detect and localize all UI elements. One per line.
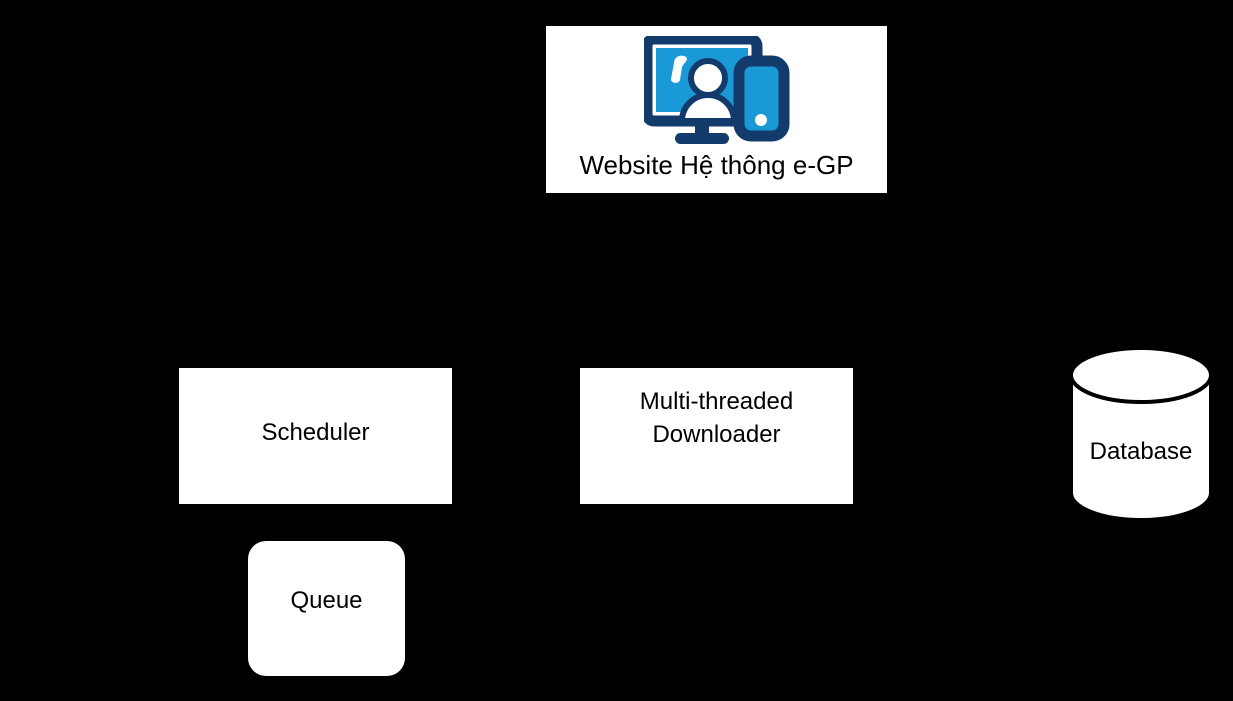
monitor-user-mobile-icon [643,36,790,146]
node-downloader[interactable]: Multi-threaded Downloader [580,368,853,504]
node-scheduler[interactable]: Scheduler [179,368,452,504]
node-website-label: Website Hệ thông e-GP [579,150,854,180]
node-downloader-label-line-1: Multi-threaded [639,388,794,415]
node-queue-label: Queue [290,586,363,614]
node-downloader-label-line-2: Downloader [652,421,781,448]
node-downloader-label: Multi-threaded Downloader [640,385,793,451]
node-queue[interactable]: Queue [248,541,405,676]
node-database-label: Database [1089,438,1193,465]
node-website[interactable]: Website Hệ thông e-GP [546,26,887,193]
node-scheduler-label: Scheduler [261,419,370,446]
node-database[interactable]: Database [1068,345,1214,523]
